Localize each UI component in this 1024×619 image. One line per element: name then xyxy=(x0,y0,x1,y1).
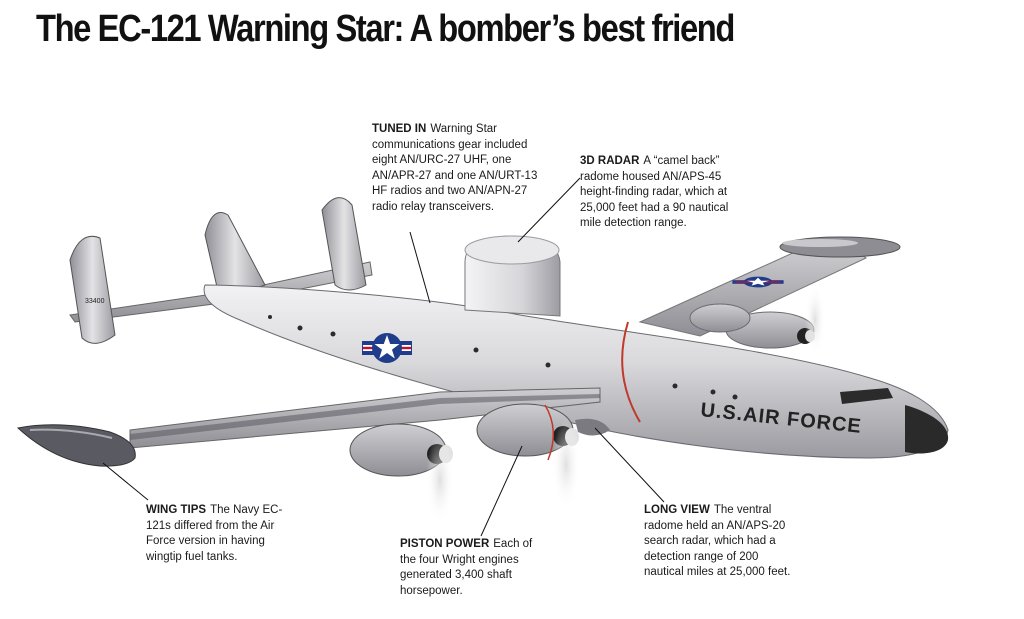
callout-wing-tips-heading: WING TIPS xyxy=(146,504,207,516)
callout-tuned-in-text: Warning Star communications gear include… xyxy=(372,123,538,213)
callout-3d-radar-text: A “camel back” radome housed AN/APS-45 h… xyxy=(580,155,729,229)
fuselage: U.S.AIR FORCE xyxy=(203,284,949,459)
leader-line-long-view xyxy=(594,427,665,503)
callout-3d-radar-heading: 3D RADAR xyxy=(580,155,640,167)
nose-cone xyxy=(905,405,949,454)
leader-line-3d-radar xyxy=(517,177,581,243)
roundel-right-wing xyxy=(732,276,784,288)
cockpit-windows xyxy=(840,388,893,404)
dorsal-radome xyxy=(464,235,561,317)
left-wingtip-tank xyxy=(16,424,136,467)
right-vertical-fin xyxy=(321,197,367,291)
tail-number: 33400 xyxy=(85,298,105,305)
right-engines xyxy=(689,284,825,356)
tail-assembly: 33400 xyxy=(69,197,373,344)
left-wing xyxy=(16,387,601,467)
callout-long-view-heading: LONG VIEW xyxy=(644,504,710,516)
callout-tuned-in-heading: TUNED IN xyxy=(372,123,427,135)
ventral-radome xyxy=(575,418,610,436)
roundel-fuselage xyxy=(362,333,412,363)
leader-line-tuned-in xyxy=(409,231,431,304)
callout-long-view-text: The ventral radome held an AN/APS-20 sea… xyxy=(644,504,791,578)
left-engines xyxy=(349,403,580,525)
callout-piston-power-text: Each of the four Wright engines generate… xyxy=(400,538,533,597)
callout-piston-power-heading: PISTON POWER xyxy=(400,538,490,550)
leader-line-wing-tips xyxy=(102,462,149,501)
page-title: The EC-121 Warning Star: A bomber’s best… xyxy=(36,8,735,50)
right-wing xyxy=(638,236,901,356)
callout-wing-tips-text: The Navy EC-121s differed from the Air F… xyxy=(146,504,283,563)
left-vertical-fin xyxy=(69,235,116,344)
leader-line-piston-power xyxy=(480,445,523,537)
center-vertical-fin xyxy=(204,212,266,301)
